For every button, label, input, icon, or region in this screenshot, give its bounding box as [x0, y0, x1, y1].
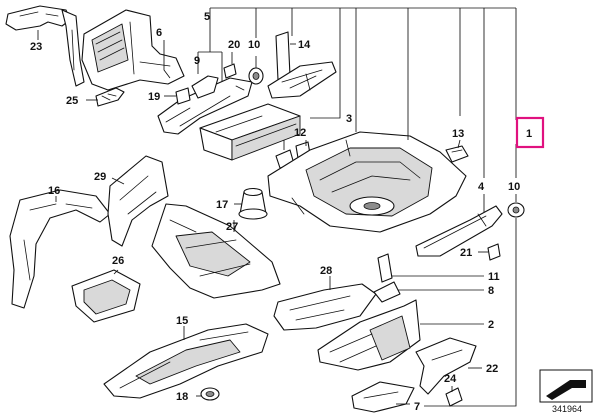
part-19-drawing[interactable]: [175, 87, 191, 105]
callout-22[interactable]: 22: [486, 363, 498, 375]
callout-2[interactable]: 2: [488, 319, 494, 331]
callout-7[interactable]: 7: [414, 401, 420, 413]
callout-4[interactable]: 4: [478, 181, 485, 193]
part-24-drawing[interactable]: [445, 387, 463, 407]
callout-3[interactable]: 3: [346, 113, 352, 125]
callout-18[interactable]: 18: [176, 391, 188, 403]
part-20-drawing[interactable]: [223, 63, 237, 79]
part-3-drawing[interactable]: [199, 103, 301, 161]
part-26-drawing[interactable]: [71, 269, 141, 323]
callout-28[interactable]: 28: [320, 265, 332, 277]
part-10b-drawing[interactable]: [507, 202, 525, 218]
part-27-drawing[interactable]: [151, 203, 281, 299]
part-5-drawing[interactable]: [157, 75, 253, 135]
callout-labels: 23 6 5 20 10 14 9 19 25 3 12 13 1 4 10 2…: [30, 11, 532, 413]
callout-13[interactable]: 13: [452, 128, 464, 140]
callout-16[interactable]: 16: [48, 185, 60, 197]
callout-8[interactable]: 8: [488, 285, 494, 297]
part-4-drawing[interactable]: [415, 205, 503, 257]
part-17-drawing[interactable]: [238, 187, 268, 220]
callout-5[interactable]: 5: [204, 11, 210, 23]
callout-29[interactable]: 29: [94, 171, 106, 183]
part-16-drawing[interactable]: [9, 189, 111, 309]
callout-17[interactable]: 17: [216, 199, 228, 211]
callout-15[interactable]: 15: [176, 315, 188, 327]
part-28-drawing[interactable]: [273, 283, 377, 331]
trunk-floor-drawing[interactable]: [267, 131, 467, 233]
part-11-drawing[interactable]: [377, 253, 393, 283]
callout-27[interactable]: 27: [226, 221, 238, 233]
callout-9[interactable]: 9: [194, 55, 200, 67]
callout-19[interactable]: 19: [148, 91, 160, 103]
part-15-drawing[interactable]: [103, 323, 269, 399]
highlight-box: [515, 116, 545, 149]
leader-lines: [37, 7, 517, 407]
part-6-drawing[interactable]: [81, 9, 185, 91]
callout-25[interactable]: 25: [66, 95, 78, 107]
callout-1[interactable]: 1: [526, 128, 532, 140]
part-22-drawing[interactable]: [415, 337, 477, 395]
callout-26[interactable]: 26: [112, 255, 124, 267]
part-8-drawing[interactable]: [373, 281, 401, 303]
callout-10-right[interactable]: 10: [508, 181, 520, 193]
callout-10-top[interactable]: 10: [248, 39, 260, 51]
callout-6[interactable]: 6: [156, 27, 162, 39]
callout-12[interactable]: 12: [294, 127, 306, 139]
reference-number: 341964: [552, 404, 582, 414]
callout-21[interactable]: 21: [460, 247, 472, 259]
callout-20[interactable]: 20: [228, 39, 240, 51]
orientation-arrow-icon: [539, 369, 593, 403]
part-14-drawing[interactable]: [267, 31, 337, 99]
part-18-drawing[interactable]: [200, 387, 220, 401]
callout-23[interactable]: 23: [30, 41, 42, 53]
part-13-drawing[interactable]: [445, 145, 469, 163]
part-23-drawing[interactable]: [5, 5, 85, 87]
callout-24[interactable]: 24: [444, 373, 457, 385]
part-10a-drawing[interactable]: [248, 67, 264, 85]
part-21-drawing[interactable]: [487, 243, 501, 261]
callout-14[interactable]: 14: [298, 39, 311, 51]
part-7-drawing[interactable]: [351, 381, 415, 413]
part-2-drawing[interactable]: [317, 299, 421, 371]
callout-11[interactable]: 11: [488, 271, 500, 283]
part-25-drawing[interactable]: [95, 87, 125, 107]
part-29-drawing[interactable]: [107, 155, 169, 247]
